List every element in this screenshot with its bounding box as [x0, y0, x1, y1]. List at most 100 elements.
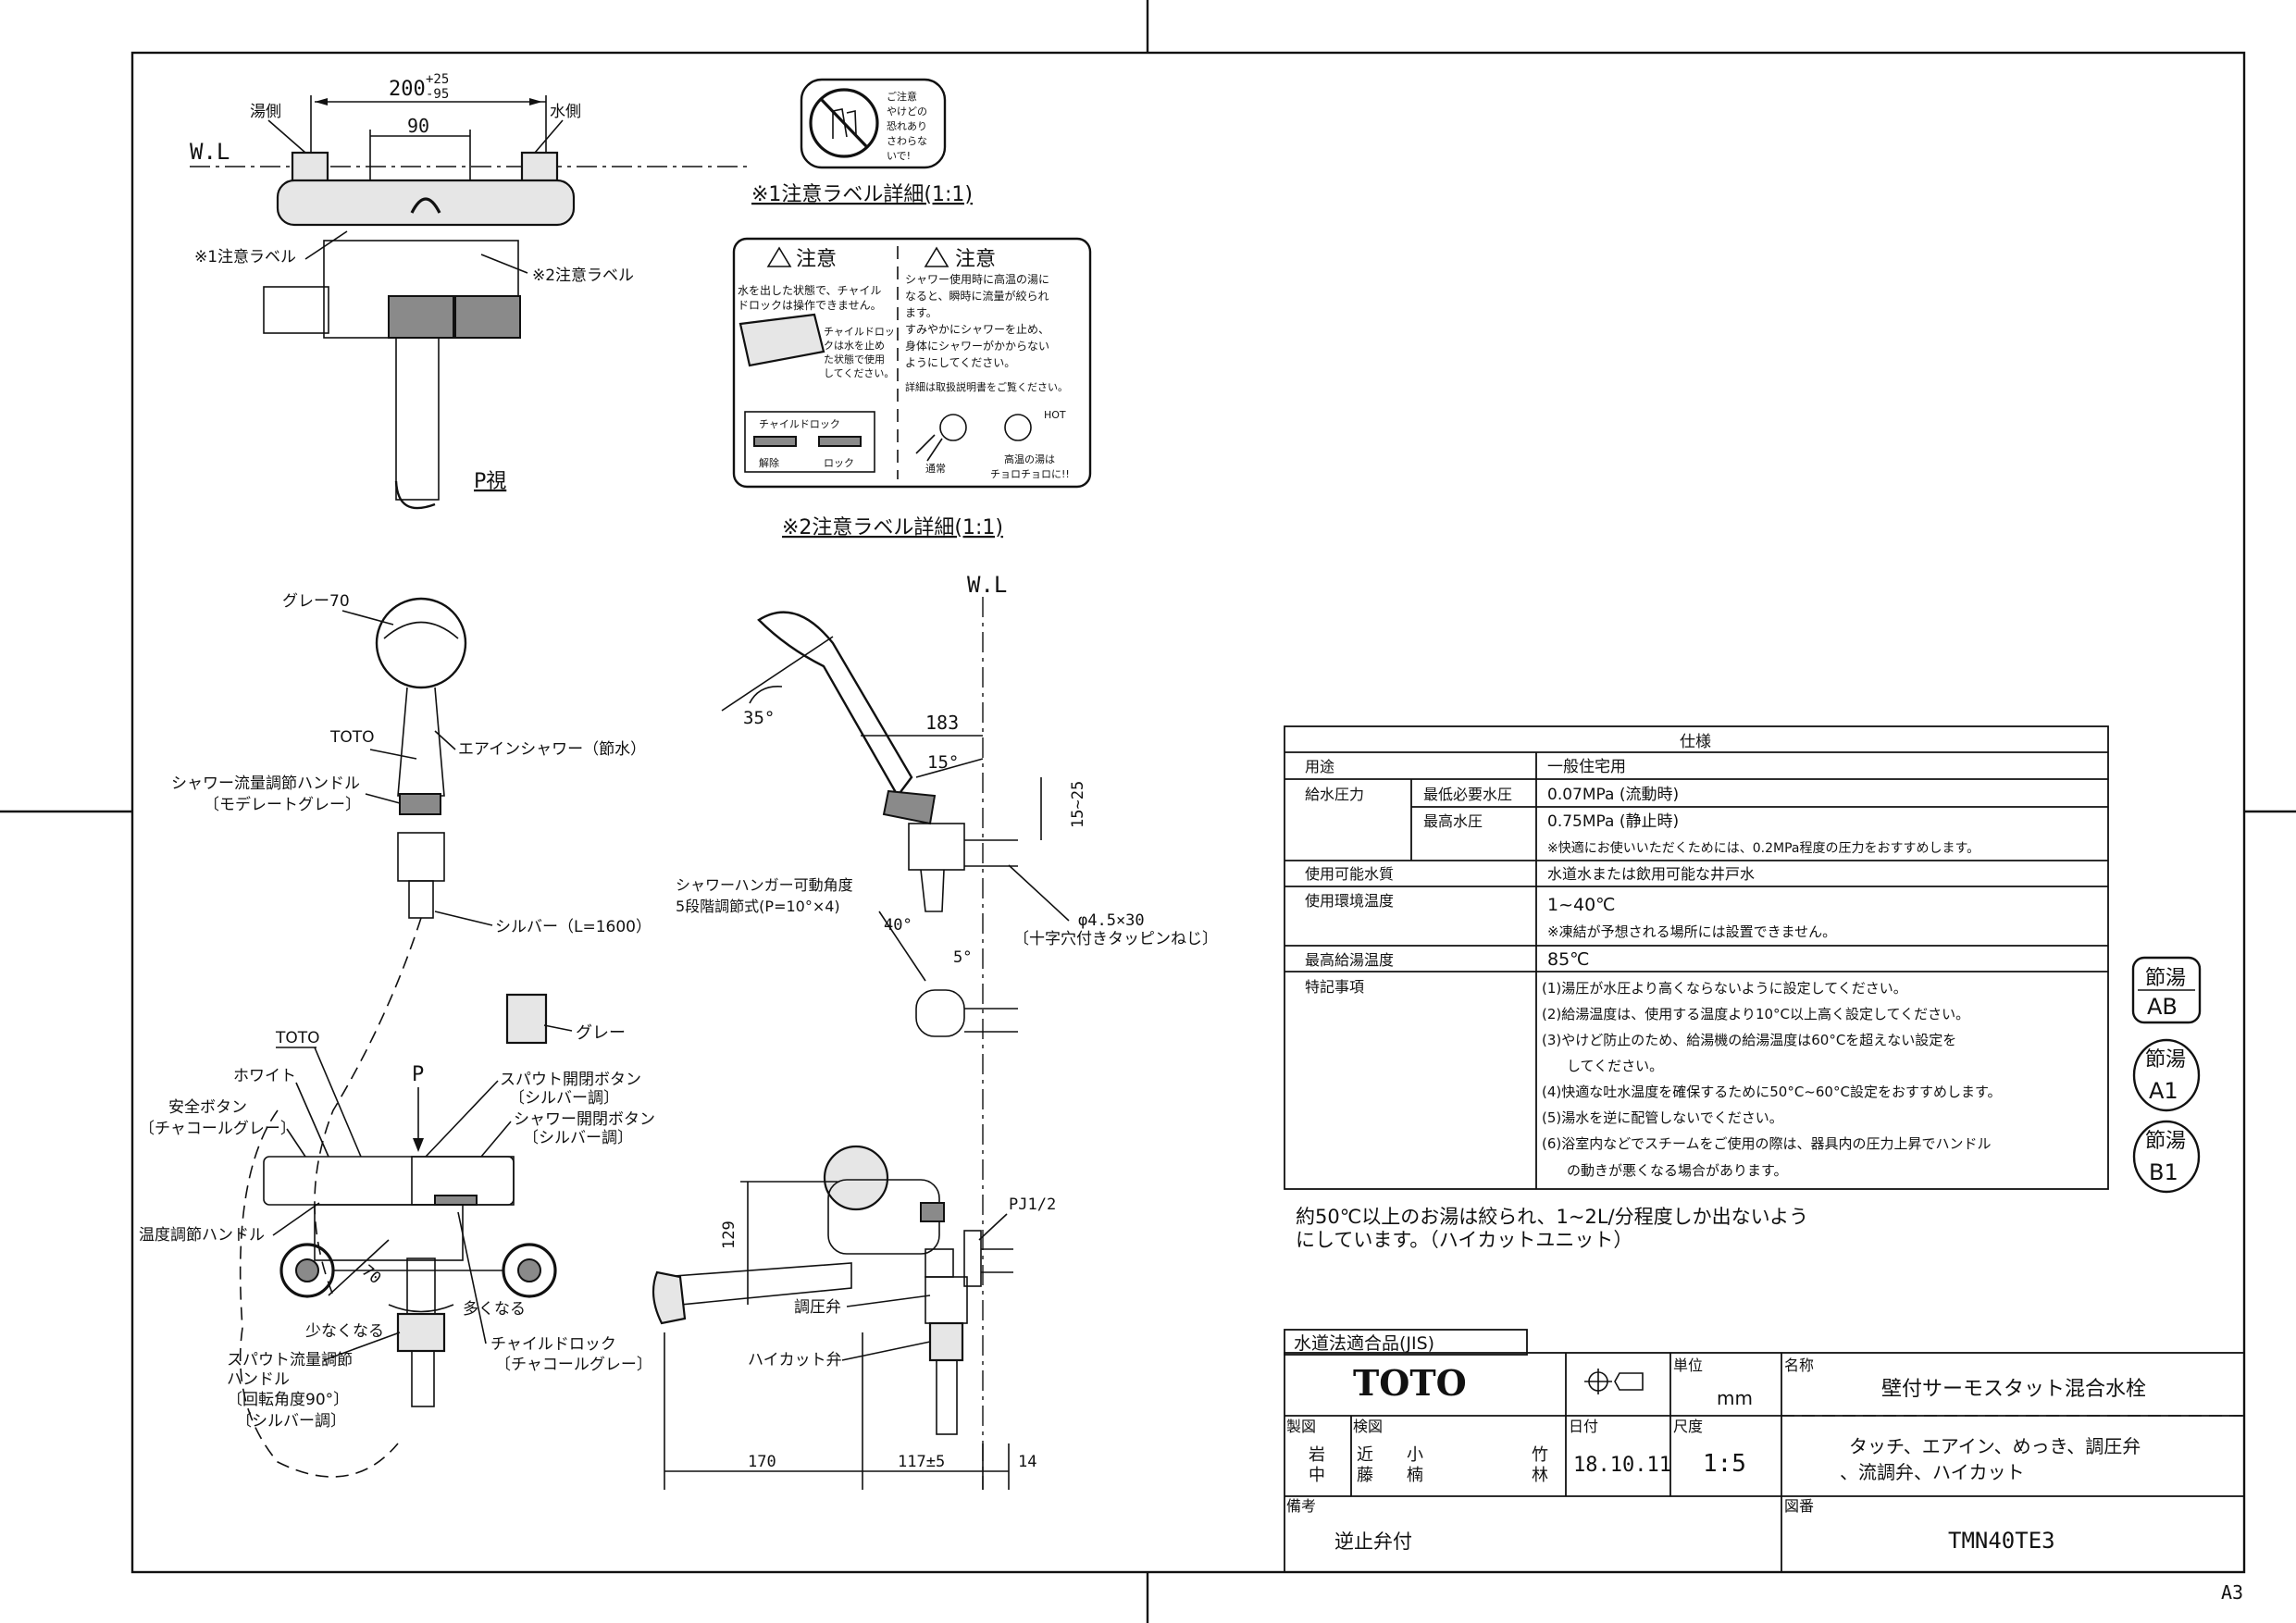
- badge-a1: [2132, 1038, 2201, 1112]
- svg-text:小: 小: [1407, 1445, 1423, 1465]
- safety-button-label: 安全ボタン: [168, 1098, 247, 1117]
- dim-129: 129: [720, 1220, 738, 1249]
- svg-text:ご注意: ご注意: [887, 90, 917, 103]
- toto-logo: TOTO: [1353, 1362, 1467, 1404]
- svg-text:チャイルドロック: チャイルドロック: [759, 418, 840, 430]
- svg-text:いで!: いで!: [887, 150, 911, 162]
- svg-text:尺度: 尺度: [1673, 1418, 1703, 1435]
- toto-front-label: TOTO: [275, 1029, 320, 1047]
- warning-triangle-icon: [766, 246, 792, 267]
- svg-text:mm: mm: [1717, 1387, 1753, 1409]
- svg-text:名称: 名称: [1784, 1357, 1814, 1374]
- gray-part-swatch: [505, 993, 548, 1045]
- svg-text:水を出した状態で、チャイル: 水を出した状態で、チャイル: [738, 283, 881, 297]
- svg-text:注意: 注意: [796, 248, 837, 271]
- svg-text:藤: 藤: [1357, 1466, 1373, 1485]
- top-view: 200 +25 -95 90 湯側 水側 W.L ※1注意ラベル ※2注意ラベル…: [190, 72, 750, 510]
- label1-callout: ※1注意ラベル: [194, 248, 296, 266]
- svg-text:の動きが悪くなる場合があります。: の動きが悪くなる場合があります。: [1567, 1162, 1788, 1179]
- svg-text:タッチ、エアイン、めっき、調圧弁: タッチ、エアイン、めっき、調圧弁: [1849, 1435, 2141, 1457]
- svg-text:節湯: 節湯: [2145, 1048, 2186, 1072]
- svg-text:(6)浴室内などでスチームをご使用の際は、器具内の圧力上昇で: (6)浴室内などでスチームをご使用の際は、器具内の圧力上昇でハンドル: [1542, 1135, 1992, 1152]
- shower-button-label: シャワー開閉ボタン: [514, 1110, 655, 1129]
- warning-triangle-icon-2: [924, 246, 949, 267]
- svg-text:してください。: してください。: [824, 367, 894, 379]
- screw-label: φ4.5×30: [1078, 911, 1145, 930]
- remarks-value: 逆止弁付: [1334, 1530, 1412, 1553]
- side-view-bottom: 129 PJ1/2 調圧弁 ハイカット弁 170 117±5 14: [652, 1145, 1056, 1490]
- wl-side: W.L: [967, 572, 1007, 598]
- hicut-note-2: にしています。（ハイカットユニット）: [1296, 1229, 1632, 1251]
- svg-text:製図: 製図: [1286, 1418, 1316, 1435]
- spout-flow-label: スパウト流量調節: [227, 1351, 353, 1369]
- svg-text:〔シルバー調〕: 〔シルバー調〕: [236, 1412, 346, 1431]
- svg-text:HOT: HOT: [1044, 409, 1066, 421]
- svg-text:〔シルバー調〕: 〔シルバー調〕: [509, 1089, 619, 1108]
- pj-label: PJ1/2: [1009, 1196, 1056, 1214]
- angle-35: 35°: [743, 708, 775, 728]
- white-label: ホワイト: [233, 1067, 296, 1085]
- svg-text:チョロチョロに!!: チョロチョロに!!: [990, 468, 1070, 480]
- svg-text:〔シルバー調〕: 〔シルバー調〕: [523, 1129, 633, 1147]
- svg-text:竹: 竹: [1532, 1445, 1548, 1465]
- shower-head-icon: [375, 597, 467, 689]
- toto-shower-label: TOTO: [329, 728, 375, 747]
- spec-table-title: 仕様: [1680, 733, 1711, 751]
- water-saving-badges: 節湯 AB 節湯 A1 節湯 B1: [2131, 956, 2202, 1194]
- hanger-angle-label: シャワーハンガー可動角度: [676, 876, 853, 894]
- dim-90: 90: [407, 115, 429, 137]
- svg-text:ます。: ます。: [905, 306, 937, 319]
- svg-text:1~40℃: 1~40℃: [1547, 895, 1616, 915]
- svg-text:図番: 図番: [1784, 1497, 1814, 1515]
- svg-text:※快適にお使いいただくためには、0.2MPa程度の圧力をおす: ※快適にお使いいただくためには、0.2MPa程度の圧力をおすすめします。: [1547, 840, 1980, 856]
- hot-side-label: 湯側: [250, 103, 281, 121]
- svg-text:林: 林: [1532, 1466, 1548, 1485]
- less-label: 少なくなる: [305, 1322, 384, 1341]
- svg-text:B1: B1: [2149, 1159, 2178, 1185]
- dim-15-25: 15~25: [1069, 781, 1087, 828]
- svg-text:検図: 検図: [1353, 1418, 1383, 1435]
- svg-text:節湯: 節湯: [2145, 967, 2186, 990]
- svg-text:(4)快適な吐水温度を確保するために50°C~60°C設定を: (4)快適な吐水温度を確保するために50°C~60°C設定をおすすめします。: [1542, 1084, 2001, 1100]
- svg-text:(5)湯水を逆に配管しないでください。: (5)湯水を逆に配管しないでください。: [1542, 1109, 1783, 1126]
- hicut-note-1: 約50℃以上のお湯は絞られ、1~2L/分程度しか出ないよう: [1296, 1206, 1808, 1228]
- flow-handle-label: シャワー流量調節ハンドル: [171, 774, 360, 793]
- svg-text:備考: 備考: [1286, 1497, 1316, 1515]
- svg-text:チャイルドロッ: チャイルドロッ: [824, 326, 895, 338]
- svg-text:詳細は取扱説明書をご覧ください。: 詳細は取扱説明書をご覧ください。: [905, 380, 1068, 393]
- svg-text:恐れあり: 恐れあり: [887, 120, 927, 132]
- svg-text:すみやかにシャワーを止め、: すみやかにシャワーを止め、: [905, 323, 1049, 336]
- dim-183: 183: [925, 712, 959, 734]
- svg-text:クは水を止め: クは水を止め: [824, 340, 885, 352]
- front-view: グレー TOTO ホワイト 安全ボタン 〔チャコールグレー〕 P スパウト開閉ボ…: [139, 993, 655, 1478]
- svg-text:※凍結が予想される場所には設置できません。: ※凍結が予想される場所には設置できません。: [1547, 923, 1836, 940]
- svg-text:(2)給湯温度は、使用する温度より10°C以上高く設定してく: (2)給湯温度は、使用する温度より10°C以上高く設定してください。: [1542, 1006, 1969, 1022]
- svg-text:た状態で使用: た状態で使用: [824, 353, 885, 365]
- p-arrow-label: P: [412, 1063, 424, 1086]
- svg-text:特記事項: 特記事項: [1305, 978, 1364, 996]
- svg-text:単位: 単位: [1673, 1357, 1703, 1374]
- svg-text:5段階調節式(P=10°×4): 5段階調節式(P=10°×4): [676, 898, 840, 915]
- spec-table: 仕様 用途 一般住宅用 給水圧力 最低必要水圧 0.07MPa (流動時) 最高…: [1284, 725, 2109, 1190]
- svg-text:最高給湯温度: 最高給湯温度: [1305, 951, 1394, 969]
- svg-text:〔チャコールグレー〕: 〔チャコールグレー〕: [139, 1120, 296, 1138]
- svg-text:中: 中: [1309, 1466, 1325, 1485]
- svg-text:(1)湯圧が水圧より高くならないように設定してください。: (1)湯圧が水圧より高くならないように設定してください。: [1542, 980, 1907, 997]
- dim-200: 200: [389, 78, 426, 101]
- svg-text:近: 近: [1357, 1445, 1373, 1465]
- svg-text:AB: AB: [2147, 994, 2178, 1020]
- no-touch-icon: [809, 88, 879, 158]
- airin-shower-label: エアインシャワー（節水）: [458, 740, 646, 759]
- svg-text:ハンドル: ハンドル: [227, 1370, 290, 1389]
- drawing-scale: 1:5: [1703, 1450, 1746, 1478]
- badge-ab: [2131, 956, 2202, 1024]
- badge-b1: [2132, 1120, 2201, 1194]
- svg-text:楠: 楠: [1407, 1466, 1423, 1485]
- cold-side-label: 水側: [550, 103, 581, 121]
- svg-text:さわらな: さわらな: [887, 135, 927, 147]
- drawing-frame: [130, 51, 2246, 1574]
- spout-button-label: スパウト開閉ボタン: [500, 1071, 641, 1089]
- temp-handle-label: 温度調節ハンドル: [139, 1226, 265, 1245]
- title-block: 水道法適合品(JIS) TOTO 単位 mm 名称 壁付サーモスタット混合水栓 …: [1284, 1329, 2245, 1573]
